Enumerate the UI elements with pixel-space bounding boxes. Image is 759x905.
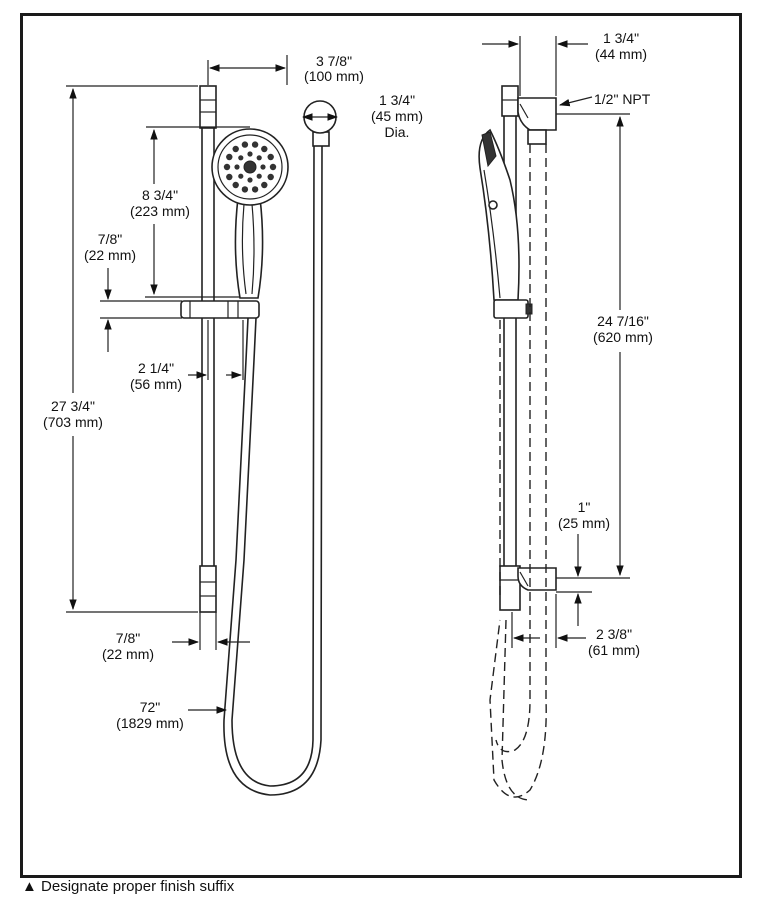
nozzle bbox=[238, 173, 244, 179]
front-dimension-labels: 3 7/8" (100 mm) 1 3/4" (45 mm) Dia. 8 3/… bbox=[43, 53, 423, 731]
nozzle bbox=[223, 163, 231, 171]
label-head-height-mm: (223 mm) bbox=[130, 203, 190, 219]
nozzle bbox=[267, 173, 274, 181]
drawing-frame bbox=[20, 13, 742, 878]
nozzle bbox=[251, 141, 259, 148]
nozzle bbox=[232, 181, 239, 189]
nozzle bbox=[256, 155, 262, 161]
spray-nozzles bbox=[223, 141, 277, 193]
nozzle bbox=[261, 181, 268, 189]
nozzle bbox=[247, 177, 253, 183]
nozzle bbox=[238, 155, 244, 161]
front-dimension-lines bbox=[66, 55, 288, 714]
front-view: 3 7/8" (100 mm) 1 3/4" (45 mm) Dia. 8 3/… bbox=[43, 53, 423, 796]
label-bar-length-mm: (703 mm) bbox=[43, 414, 103, 430]
label-bar-length: 27 3/4" bbox=[51, 398, 95, 414]
front-slider bbox=[180, 300, 260, 319]
label-elbow-width: 1 3/4" bbox=[603, 30, 639, 46]
nozzle bbox=[226, 153, 233, 161]
side-dimension-lines bbox=[482, 36, 630, 648]
label-npt: 1/2" NPT bbox=[594, 91, 651, 107]
nozzle bbox=[241, 141, 249, 148]
front-hose bbox=[223, 144, 323, 796]
nozzle bbox=[260, 164, 266, 170]
label-bar-dia: 7/8" bbox=[116, 630, 140, 646]
nozzle bbox=[232, 145, 239, 153]
side-bottom-bracket bbox=[517, 567, 557, 591]
front-slide-bar bbox=[199, 85, 217, 613]
label-bracket-height-mm: (25 mm) bbox=[558, 515, 610, 531]
nozzle bbox=[256, 173, 262, 179]
side-top-elbow bbox=[517, 97, 630, 145]
label-slider-depth: 2 1/4" bbox=[138, 360, 174, 376]
label-hose-length: 72" bbox=[140, 699, 161, 715]
side-hose bbox=[489, 144, 547, 801]
nozzle bbox=[269, 163, 277, 171]
side-dimension-labels: 1 3/4" (44 mm) 1/2" NPT 24 7/16" (620 mm… bbox=[558, 30, 653, 658]
label-slider-depth-mm: (56 mm) bbox=[130, 376, 182, 392]
label-mount-dia-mm: (45 mm) bbox=[371, 108, 423, 124]
nozzle bbox=[251, 186, 259, 193]
label-elbow-width-mm: (44 mm) bbox=[595, 46, 647, 62]
nozzle bbox=[241, 186, 249, 193]
label-head-height: 8 3/4" bbox=[142, 187, 178, 203]
front-hand-shower bbox=[211, 128, 289, 299]
side-hand-shower bbox=[478, 128, 520, 301]
label-head-offset: 3 7/8" bbox=[316, 53, 352, 69]
side-view: 1 3/4" (44 mm) 1/2" NPT 24 7/16" (620 mm… bbox=[478, 30, 653, 801]
footnote-text: Designate proper finish suffix bbox=[41, 878, 235, 895]
label-hose-length-mm: (1829 mm) bbox=[116, 715, 184, 731]
side-slider bbox=[493, 299, 533, 319]
nozzle bbox=[267, 153, 274, 161]
nozzle bbox=[226, 173, 233, 181]
label-outlet-spacing-mm: (620 mm) bbox=[593, 329, 653, 345]
label-slider-height: 7/8" bbox=[98, 231, 122, 247]
front-wall-mount bbox=[301, 100, 339, 147]
footnote: ▲ Designate proper finish suffix bbox=[22, 878, 234, 895]
label-outlet-spacing: 24 7/16" bbox=[597, 313, 649, 329]
triangle-icon: ▲ bbox=[22, 878, 37, 895]
label-bracket-projection: 2 3/8" bbox=[596, 626, 632, 642]
label-slider-height-mm: (22 mm) bbox=[84, 247, 136, 263]
label-bracket-height: 1" bbox=[578, 499, 591, 515]
nozzle bbox=[234, 164, 240, 170]
label-mount-dia: 1 3/4" bbox=[379, 92, 415, 108]
label-bar-dia-mm: (22 mm) bbox=[102, 646, 154, 662]
label-mount-dia-suffix: Dia. bbox=[385, 124, 410, 140]
label-bracket-projection-mm: (61 mm) bbox=[588, 642, 640, 658]
label-head-offset-mm: (100 mm) bbox=[304, 68, 364, 84]
nozzle bbox=[247, 151, 253, 157]
nozzle bbox=[261, 145, 268, 153]
